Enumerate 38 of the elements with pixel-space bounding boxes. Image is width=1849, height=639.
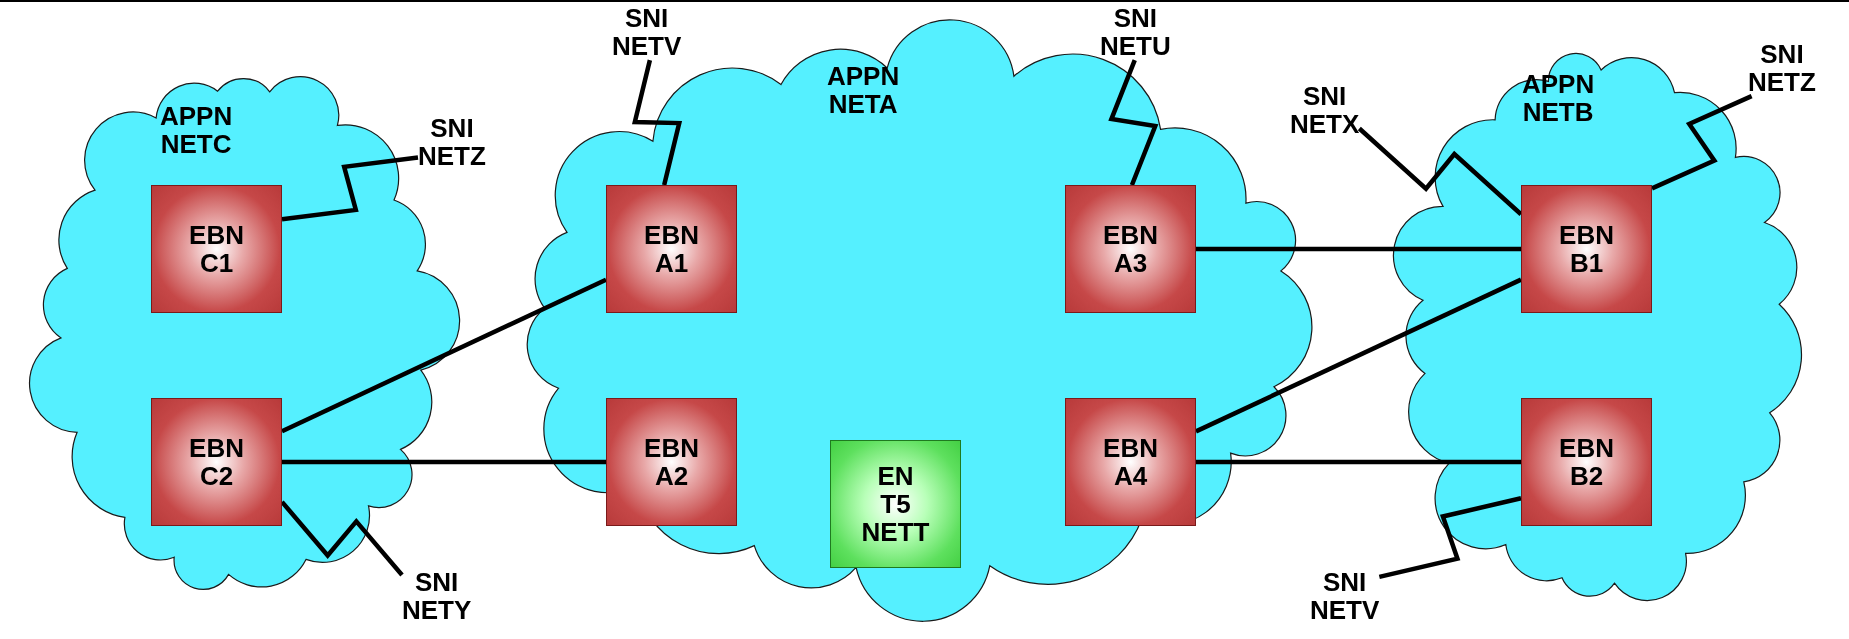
lightning-link: [1378, 496, 1522, 580]
network-label: SNI NETZ: [1748, 40, 1816, 97]
network-label: SNI NETY: [402, 568, 472, 625]
node-label: EBN A3: [1103, 220, 1158, 278]
border-node-box: [151, 185, 282, 313]
border-node-box: [1521, 185, 1652, 313]
node-label: EBN A1: [644, 220, 699, 278]
node-label: EBN A2: [644, 433, 699, 491]
node-label: EBN C2: [189, 433, 244, 491]
node-label: EBN B2: [1559, 433, 1614, 491]
border-node-box: [151, 398, 282, 526]
network-label: SNI NETZ: [418, 114, 486, 171]
network-label: SNI NETV: [1310, 568, 1380, 625]
lightning-link: [280, 500, 404, 577]
lightning-link: [1651, 94, 1753, 191]
node-label: EBN B1: [1559, 220, 1614, 278]
network-label: SNI NETX: [1290, 82, 1360, 139]
border-node-box: [606, 185, 737, 313]
network-label: APPN NETB: [1522, 70, 1595, 127]
lightning-link: [1357, 126, 1523, 216]
link-line: [282, 459, 606, 465]
link-line: [281, 277, 607, 434]
border-node-box: [606, 398, 737, 526]
link-line: [1195, 277, 1522, 434]
link-line: [1196, 246, 1521, 252]
network-label: APPN NETC: [160, 102, 233, 159]
network-label: SNI NETU: [1100, 4, 1171, 61]
link-line: [1196, 459, 1521, 465]
border-node-box: [1065, 398, 1196, 526]
network-label: SNI NETV: [612, 4, 682, 61]
node-label: EN T5 NETT: [861, 461, 930, 547]
node-label: EBN A4: [1103, 433, 1158, 491]
border-node-box: [1065, 185, 1196, 313]
lightning-link: [632, 59, 683, 186]
border-node-box: [1521, 398, 1652, 526]
node-label: EBN C1: [189, 220, 244, 278]
end-node-box: [830, 440, 961, 568]
network-label: APPN NETA: [827, 62, 900, 119]
